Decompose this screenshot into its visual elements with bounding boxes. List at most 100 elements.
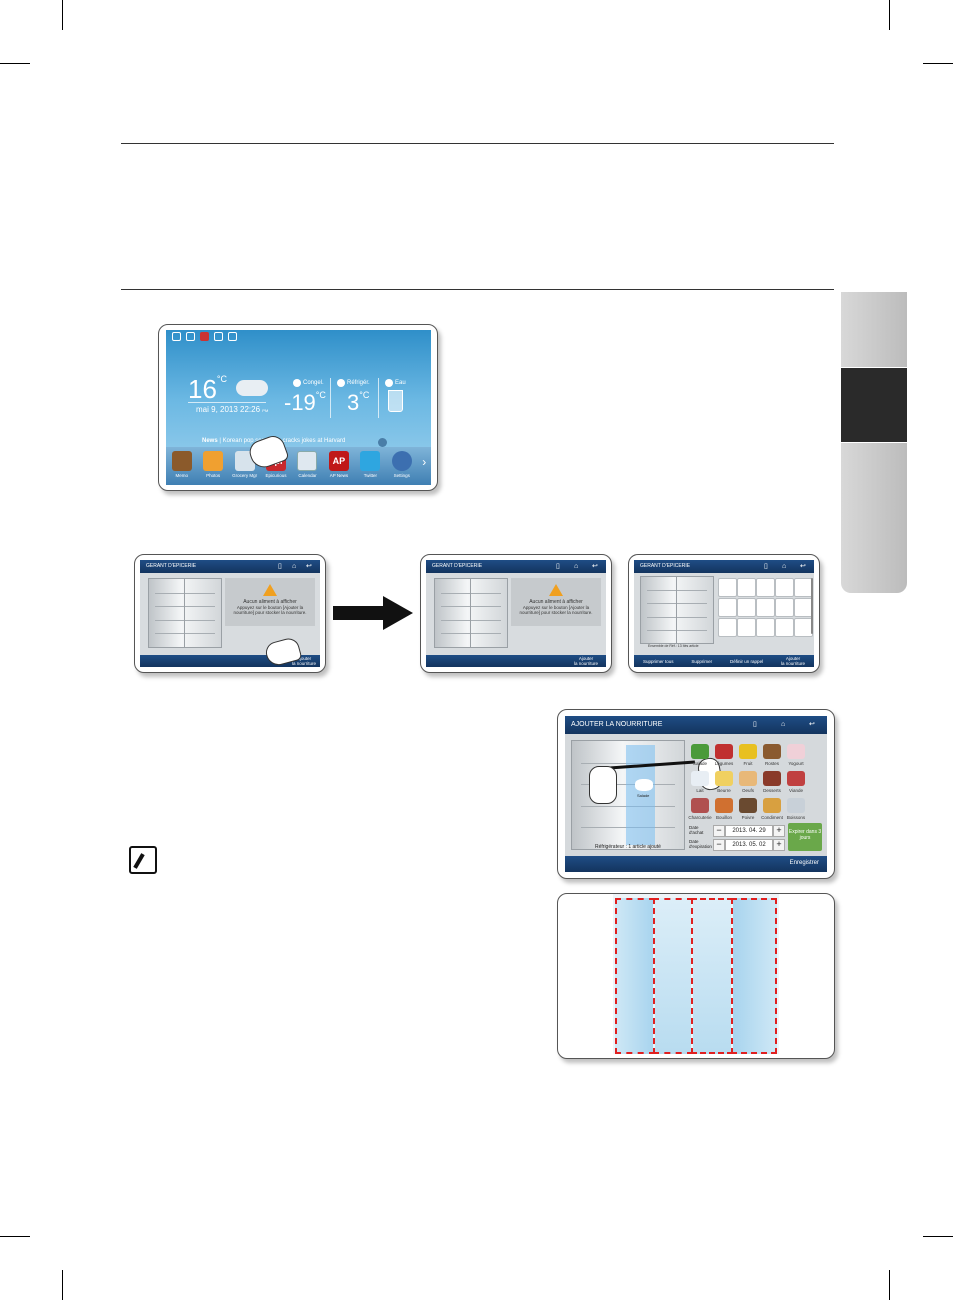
category-beurre[interactable]: [715, 771, 733, 786]
home-icon[interactable]: ⌂: [782, 563, 787, 570]
food-item[interactable]: [756, 598, 775, 617]
back-icon[interactable]: ↩: [809, 721, 815, 728]
news-ticker[interactable]: News | Korean pop sensation cracks jokes…: [202, 438, 346, 444]
salad-item: [634, 778, 653, 791]
add-food-title-bar: AJOUTER LA NOURRITURE ▯ ⌂ ↩: [565, 716, 827, 734]
date-added-field[interactable]: 2013. 04. 29: [725, 825, 773, 837]
back-icon[interactable]: ↩: [592, 563, 598, 570]
back-icon[interactable]: ↩: [800, 563, 806, 570]
food-item[interactable]: [756, 618, 775, 637]
category-label: Fruit: [743, 761, 753, 766]
warning-icon: [549, 584, 563, 596]
category-viande[interactable]: [787, 771, 805, 786]
wifi-icon: [172, 332, 181, 341]
home-icon[interactable]: ⌂: [292, 563, 297, 570]
home-icon[interactable]: ⌂: [781, 721, 786, 728]
date-expire-plus-button[interactable]: +: [773, 839, 785, 851]
app-photos[interactable]: Photos: [199, 451, 227, 478]
zone-outline-2: [653, 898, 693, 1054]
delete-all-button[interactable]: Supprimer tous: [642, 658, 674, 664]
food-item[interactable]: [718, 618, 737, 637]
category-boissons[interactable]: [787, 798, 805, 813]
status-text: Réfrigérateur : 1 article ajouté: [595, 844, 661, 850]
scrollbar[interactable]: [811, 578, 813, 634]
food-item[interactable]: [775, 598, 794, 617]
delete-icon[interactable]: ▯: [278, 563, 282, 570]
food-item[interactable]: [718, 578, 737, 597]
fridge-freezer-compartment: [655, 898, 691, 1054]
side-tab-active: [841, 368, 907, 442]
food-item[interactable]: [737, 618, 756, 637]
category-label: Boissons: [786, 815, 806, 820]
news-next-icon[interactable]: [378, 438, 387, 447]
grocery-screen-frame-3: GERANT D'EPICERIE ▯ ⌂ ↩ Ensemble de Réf.…: [628, 554, 820, 673]
category-lait[interactable]: [691, 771, 709, 786]
category-condiment[interactable]: [763, 798, 781, 813]
section-rule-top: [121, 143, 834, 144]
freezer-temp[interactable]: -19°C: [284, 390, 326, 415]
home-icon[interactable]: ⌂: [574, 563, 579, 570]
delete-icon[interactable]: ▯: [753, 721, 757, 728]
volume-icon: [186, 332, 195, 341]
note-icon: [129, 846, 157, 874]
category-desserts[interactable]: [763, 771, 781, 786]
water-glass-icon[interactable]: [388, 390, 403, 412]
alarm-icon: [228, 332, 237, 341]
food-item[interactable]: [775, 578, 794, 597]
category-fruit[interactable]: [739, 744, 757, 759]
section-rule-bottom: [121, 289, 834, 290]
category-rostes[interactable]: [763, 744, 781, 759]
app-memo[interactable]: Memo: [168, 451, 196, 478]
memo-icon: [171, 451, 192, 471]
app-bar: Memo Photos Grocery Mgr epiEpicurious Ca…: [166, 447, 431, 485]
freezer-label: Congel.: [293, 379, 324, 387]
fridge-temp[interactable]: 3°C: [347, 390, 370, 415]
category-label: Yogourt: [788, 761, 804, 766]
category-salade[interactable]: [691, 744, 709, 759]
food-item[interactable]: [737, 598, 756, 617]
app-calendar[interactable]: Calendar: [293, 451, 321, 478]
fridge-left-door: [615, 898, 653, 1054]
grocery-screen-frame-1: GERANT D'EPICERIE ▯ ⌂ ↩ Aucun aliment à …: [134, 554, 326, 673]
twitter-icon: [360, 451, 381, 471]
crop-mark: [889, 0, 890, 30]
delete-button[interactable]: Supprimer: [691, 658, 713, 664]
food-item[interactable]: [775, 618, 794, 637]
app-settings[interactable]: Settings: [388, 451, 416, 478]
category-legumes[interactable]: [715, 744, 733, 759]
category-oeufs[interactable]: [739, 771, 757, 786]
grocery-screen-frame-2: GERANT D'EPICERIE ▯ ⌂ ↩ Aucun aliment à …: [420, 554, 612, 673]
lock-icon: [200, 332, 209, 341]
app-next[interactable]: ›: [419, 451, 429, 469]
empty-message: Aucun aliment à afficher Appuyez sur le …: [511, 578, 601, 626]
date-added-plus-button[interactable]: +: [773, 825, 785, 837]
category-yogourt[interactable]: [787, 744, 805, 759]
app-twitter[interactable]: Twitter: [356, 451, 384, 478]
crop-mark: [0, 1236, 30, 1237]
category-charcuterie[interactable]: [691, 798, 709, 813]
category-bouillon[interactable]: [715, 798, 733, 813]
food-item[interactable]: [737, 578, 756, 597]
date-expire-field[interactable]: 2013. 05. 02: [725, 839, 773, 851]
fridge-image: [640, 576, 714, 644]
reminder-button[interactable]: Définir un rappel: [730, 658, 764, 664]
delete-icon[interactable]: ▯: [556, 563, 560, 570]
date-added-minus-button[interactable]: −: [713, 825, 725, 837]
date-expire-minus-button[interactable]: −: [713, 839, 725, 851]
highlight-zone: [625, 745, 655, 845]
zone-outline-4: [731, 898, 777, 1054]
filter-icon: [214, 332, 223, 341]
save-button[interactable]: Enregistrer: [789, 860, 819, 866]
grocery-title-bar: GERANT D'EPICERIE ▯ ⌂ ↩: [426, 560, 606, 573]
expire-in-3-days-button[interactable]: Expirer dans 3 jours: [788, 823, 822, 851]
food-item[interactable]: [718, 598, 737, 617]
food-item[interactable]: [756, 578, 775, 597]
back-icon[interactable]: ↩: [306, 563, 312, 570]
delete-icon[interactable]: ▯: [764, 563, 768, 570]
category-poivre[interactable]: [739, 798, 757, 813]
category-label: Desserts: [763, 788, 781, 793]
